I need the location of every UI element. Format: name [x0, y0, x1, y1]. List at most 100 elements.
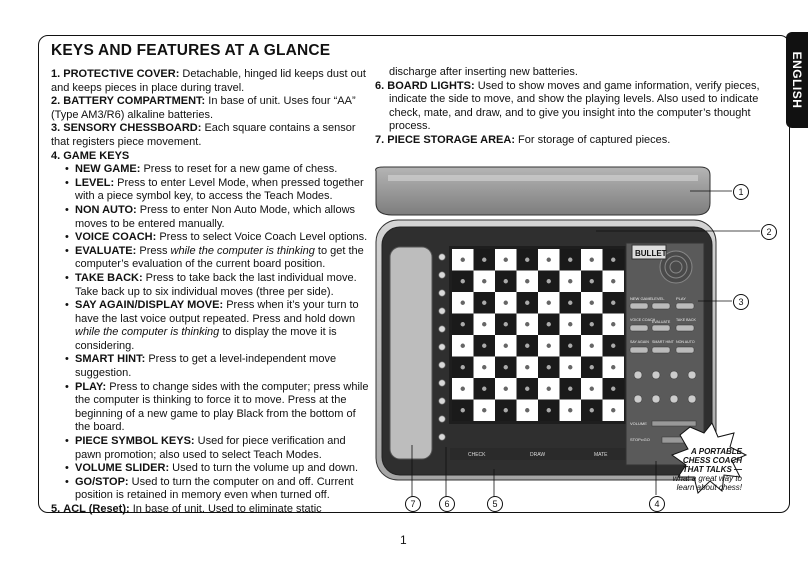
- sensor-dot: [460, 386, 465, 391]
- sensor-dot: [525, 322, 530, 327]
- callout-2: 2: [761, 224, 777, 240]
- non-auto-label: NON AUTO: [676, 340, 695, 344]
- sensor-dot: [568, 343, 573, 348]
- sensor-dot: [611, 300, 616, 305]
- sensor-dot: [546, 300, 551, 305]
- sensor-dot: [589, 257, 594, 262]
- item-acl-reset-continued: discharge after inserting new batteries.: [389, 66, 578, 78]
- key-play: •PLAY: Press to change sides with the co…: [65, 380, 369, 434]
- sensor-dot: [568, 386, 573, 391]
- key-say-again: •SAY AGAIN/DISPLAY MOVE: Press when it’s…: [65, 299, 359, 352]
- sensor-dot: [568, 300, 573, 305]
- sensor-dot: [503, 279, 508, 284]
- sensor-dot: [589, 322, 594, 327]
- key-go-stop: •GO/STOP: Used to turn the computer on a…: [65, 475, 354, 502]
- sensor-dot: [589, 408, 594, 413]
- sensor-dot: [546, 365, 551, 370]
- sensor-dot: [589, 300, 594, 305]
- sensor-dot: [611, 257, 616, 262]
- sensor-dot: [568, 279, 573, 284]
- item-board-lights: 6. BOARD LIGHTS: Used to show moves and …: [375, 79, 760, 133]
- item-piece-storage: 7. PIECE STORAGE AREA: For storage of ca…: [375, 133, 671, 146]
- left-column: 1. PROTECTIVE COVER: Detachable, hinged …: [51, 68, 371, 517]
- sensory-chessboard: [449, 246, 627, 424]
- callout-3: 3: [733, 294, 749, 310]
- board-lights-column: [438, 253, 446, 441]
- key-smart-hint: •SMART HINT: Press to get a level-indepe…: [65, 353, 337, 380]
- sensor-dot: [460, 343, 465, 348]
- promo-text: A PORTABLE CHESS COACH THAT TALKS — what…: [670, 447, 742, 492]
- promo-line-3: THAT TALKS —: [682, 465, 742, 474]
- voice-coach-label: VOICE COACH: [630, 318, 656, 322]
- level-label: LEVEL: [652, 296, 665, 301]
- sensor-dot: [568, 257, 573, 262]
- sensor-dot: [611, 408, 616, 413]
- key-new-game: •NEW GAME: Press to reset for a new game…: [65, 163, 338, 176]
- smart-hint-label: SMART HINT: [652, 340, 675, 344]
- sensor-dot: [611, 343, 616, 348]
- chess-computer-illustration: CHECK DRAW MATE BULLET NEW GAME LEVEL PL…: [370, 165, 790, 525]
- sensor-dot: [611, 322, 616, 327]
- promo-line-5: learn about chess!: [676, 483, 742, 492]
- sensor-dot: [460, 279, 465, 284]
- play-label: PLAY: [676, 296, 686, 301]
- callout-6: 6: [439, 496, 455, 512]
- sensor-dot: [503, 300, 508, 305]
- promo-starburst: [670, 422, 748, 494]
- sensor-dot: [503, 408, 508, 413]
- callout-4: 4: [649, 496, 665, 512]
- sensor-dot: [503, 386, 508, 391]
- stop-go-label: STOP••GO: [630, 437, 650, 442]
- sensor-dot: [546, 408, 551, 413]
- item-sensory-chessboard: 3. SENSORY CHESSBOARD: Each square conta…: [51, 122, 356, 148]
- key-non-auto: •NON AUTO: Press to enter Non Auto Mode,…: [65, 203, 356, 230]
- mate-label: MATE: [594, 452, 608, 458]
- sensor-dot: [482, 300, 487, 305]
- sensor-dot: [525, 365, 530, 370]
- key-piece-symbol: •PIECE SYMBOL KEYS: Used for piece verif…: [65, 435, 346, 461]
- key-level: •LEVEL: Press to enter Level Mode, when …: [65, 176, 364, 203]
- volume-label: VOLUME: [630, 421, 647, 426]
- language-tab-label: ENGLISH: [790, 51, 804, 109]
- sensor-dot: [525, 408, 530, 413]
- page-frame: [38, 35, 790, 513]
- sensor-dot: [546, 257, 551, 262]
- go-stop-switch: [661, 436, 685, 444]
- new-game-label: NEW GAME: [630, 296, 653, 301]
- brand-logo: BULLET: [635, 249, 667, 258]
- sensor-dot: [589, 279, 594, 284]
- item-game-keys: 4. GAME KEYS: [51, 149, 130, 162]
- sensor-dot: [503, 365, 508, 370]
- item-acl-reset: 5. ACL (Reset): In base of unit. Used to…: [51, 503, 322, 515]
- key-evaluate: •EVALUATE: Press while the computer is t…: [65, 244, 364, 271]
- sensor-dot: [611, 386, 616, 391]
- sensor-dot: [482, 257, 487, 262]
- page-heading: KEYS AND FEATURES AT A GLANCE: [51, 42, 331, 59]
- sensor-dot: [611, 365, 616, 370]
- sensor-dot: [589, 386, 594, 391]
- language-tab: ENGLISH: [786, 32, 808, 128]
- check-label: CHECK: [468, 452, 486, 458]
- sensor-dot: [546, 279, 551, 284]
- sensor-dot: [546, 386, 551, 391]
- sensor-dot: [525, 300, 530, 305]
- sensor-dot: [460, 257, 465, 262]
- sensor-dot: [525, 257, 530, 262]
- callout-5: 5: [487, 496, 503, 512]
- piece-symbol-keys: [633, 370, 697, 404]
- sensor-dot: [568, 365, 573, 370]
- protective-cover: [375, 166, 711, 216]
- callout-1: 1: [733, 184, 749, 200]
- sensor-dot: [482, 408, 487, 413]
- sensor-dot: [482, 386, 487, 391]
- promo-line-1: A PORTABLE: [691, 447, 742, 456]
- sensor-dot: [482, 279, 487, 284]
- sensor-dot: [460, 300, 465, 305]
- sensor-dot: [589, 343, 594, 348]
- game-keys-list: •NEW GAME: Press to reset for a new game…: [65, 163, 371, 503]
- sensor-dot: [546, 343, 551, 348]
- sensor-dot: [568, 408, 573, 413]
- promo-line-4: what a great way to: [672, 474, 742, 483]
- sensor-dot: [525, 386, 530, 391]
- take-back-label: TAKE BACK: [676, 318, 697, 322]
